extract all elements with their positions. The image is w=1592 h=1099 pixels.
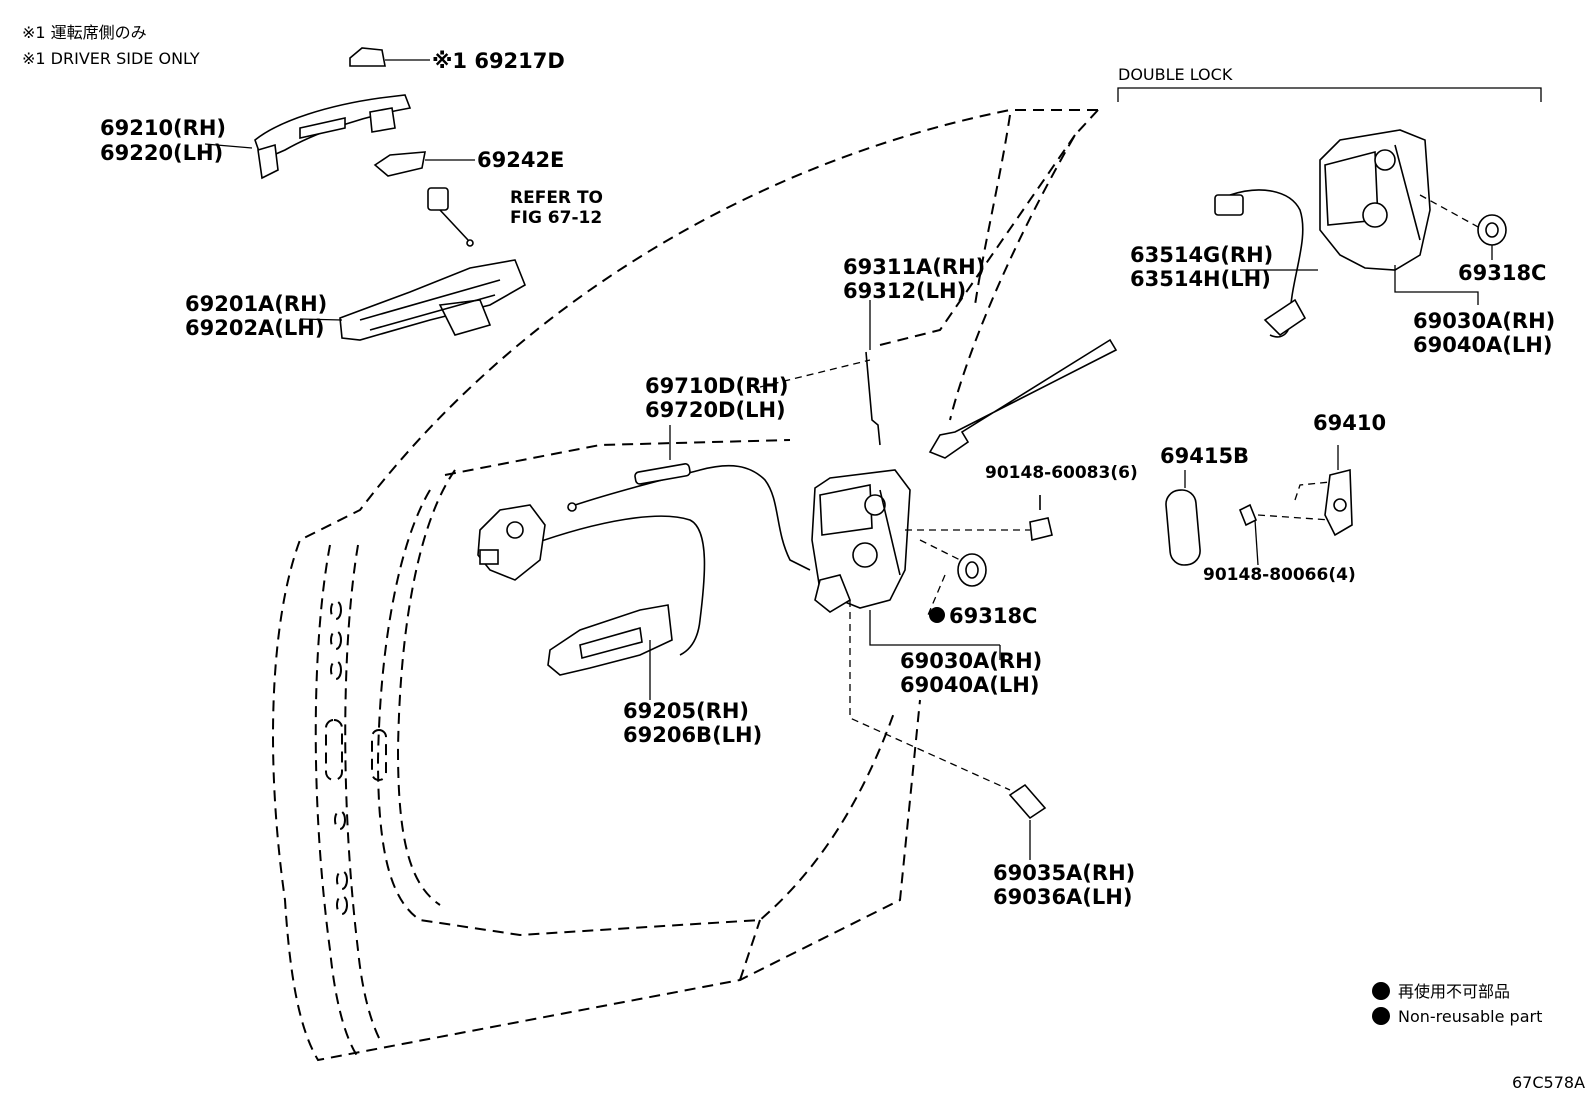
legend-en: Non-reusable part (1398, 1007, 1542, 1026)
label-69030A-center: 69030A(RH) (900, 649, 1042, 673)
cable-bracket-part (477, 504, 546, 581)
legend: 再使用不可部品 Non-reusable part (1372, 982, 1542, 1026)
label-69720D: 69720D(LH) (645, 398, 786, 422)
double-lock-bracket (1117, 87, 1542, 102)
legend-jp: 再使用不可部品 (1398, 982, 1510, 1001)
figure-code: 67C578A (1512, 1073, 1585, 1092)
label-69035A: 69035A(RH) (993, 861, 1135, 885)
label-69710D: 69710D(RH) (645, 374, 788, 398)
label-63514G: 63514G(RH) (1130, 243, 1273, 267)
non-reusable-marker (929, 607, 945, 623)
door-lock-assembly-part (811, 469, 1030, 791)
outside-handle-part (204, 94, 412, 180)
label-69206B: 69206B(LH) (623, 723, 762, 747)
key-cylinder-part (427, 187, 474, 247)
label-69030A-right: 69030A(RH) (1413, 309, 1555, 333)
note-driver-side-jp: ※1 運転席側のみ (22, 23, 147, 42)
label-69318C-right: 69318C (1458, 261, 1546, 285)
bolt-90148-60083-part (1029, 495, 1053, 541)
label-69311A: 69311A(RH) (843, 255, 985, 279)
label-90148-80066: 90148-80066(4) (1203, 565, 1356, 585)
label-refer-to: REFER TO (510, 188, 603, 208)
label-63514H: 63514H(LH) (1130, 267, 1271, 291)
label-refer-fig: FIG 67-12 (510, 208, 602, 228)
outside-handle-frame-part (299, 259, 527, 341)
label-69205: 69205(RH) (623, 699, 749, 723)
handle-pad-part (373, 151, 475, 177)
label-90148-60083: 90148-60083(6) (985, 463, 1138, 483)
label-69201A: 69201A(RH) (185, 292, 327, 316)
striker-part (1238, 445, 1353, 566)
label-69220: 69220(LH) (100, 141, 223, 165)
legend-marker-jp (1372, 982, 1390, 1000)
label-69242E: 69242E (477, 148, 564, 172)
legend-marker-en (1372, 1007, 1390, 1025)
lock-rod-part (865, 300, 881, 446)
label-69217D: ※1 69217D (432, 49, 565, 73)
view-direction-arrow (928, 338, 1118, 459)
label-69202A: 69202A(LH) (185, 316, 324, 340)
switch-69035A-part (1008, 783, 1047, 860)
label-69410: 69410 (1313, 411, 1386, 435)
label-69312: 69312(LH) (843, 279, 966, 303)
label-69040A-center: 69040A(LH) (900, 673, 1039, 697)
label-69415B: 69415B (1160, 444, 1249, 468)
label-69210: 69210(RH) (100, 116, 226, 140)
label-69036A: 69036A(LH) (993, 885, 1132, 909)
label-69318C-center: 69318C (949, 604, 1037, 628)
inside-handle-part (547, 604, 673, 700)
washer-69318C-center-part (929, 553, 987, 623)
striker-cover-part (1165, 470, 1201, 566)
washer-69318C-right-part (1477, 214, 1507, 260)
door-handle-cap-part (349, 47, 430, 67)
label-double-lock: DOUBLE LOCK (1118, 65, 1233, 84)
door-outline (272, 109, 1099, 1062)
label-69040A-right: 69040A(LH) (1413, 333, 1552, 357)
lock-cable-part (529, 359, 871, 656)
note-driver-side-en: ※1 DRIVER SIDE ONLY (22, 49, 200, 68)
door-lock-double-assembly-part (1214, 129, 1481, 338)
